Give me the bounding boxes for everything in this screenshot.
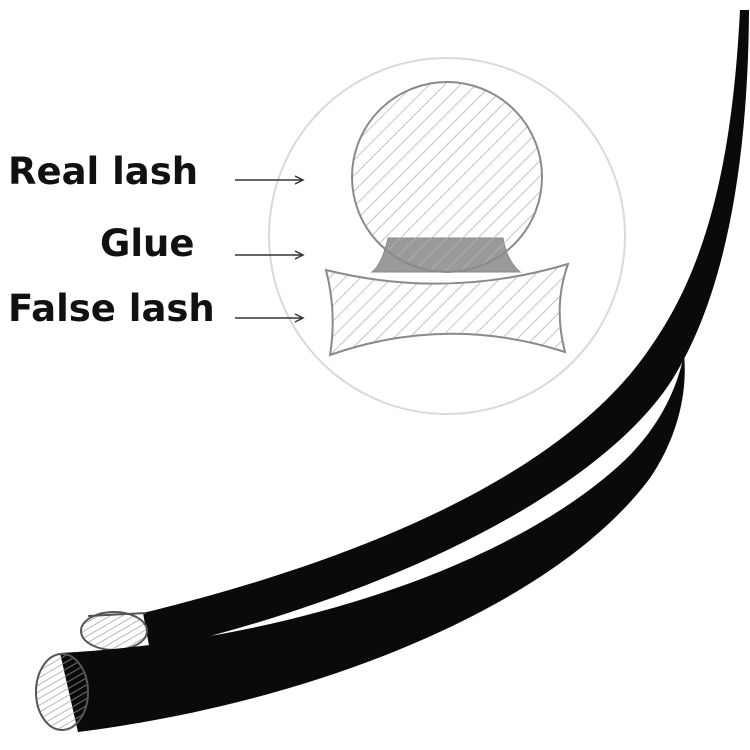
real-lash-pointer-head [294, 175, 305, 185]
false-lash-cross-section [324, 262, 570, 357]
false-lash-end-cap [35, 653, 89, 731]
real-lash-strand [143, 10, 749, 651]
real-lash-end-cap [80, 611, 148, 651]
real-lash-end-rim [87, 612, 147, 617]
glue-label: Glue [100, 222, 195, 265]
false-lash-strand [60, 355, 685, 732]
real-lash-cross-section [351, 81, 543, 273]
glue-pointer-head [294, 250, 305, 260]
real-lash-label: Real lash [8, 150, 199, 193]
false-lash-label: False lash [8, 287, 215, 330]
false-lash-pointer-head [294, 313, 305, 323]
